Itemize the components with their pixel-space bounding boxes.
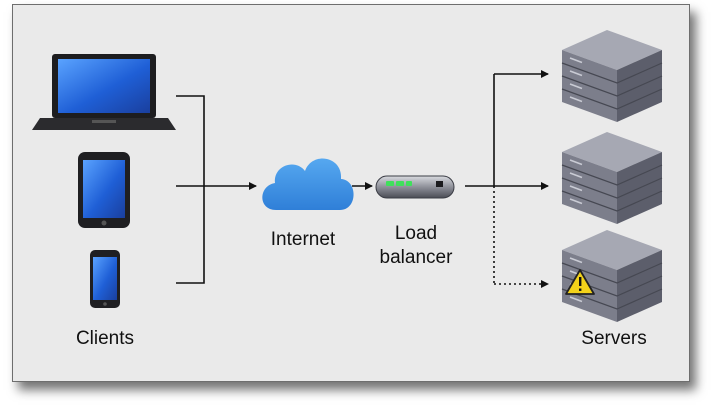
load-balancer-label-line2: balancer — [379, 247, 453, 268]
server-connector — [465, 70, 549, 288]
server-icon — [561, 29, 663, 123]
server-icon — [561, 131, 663, 225]
laptop-icon — [32, 54, 176, 130]
clients-label: Clients — [75, 328, 135, 349]
load-balancer-label-line1: Load — [394, 223, 438, 244]
client-connector — [176, 95, 257, 284]
internet-label: Internet — [270, 229, 336, 250]
warning-icon — [565, 269, 595, 295]
load-balancer-icon — [375, 175, 455, 199]
servers-label: Servers — [581, 328, 647, 349]
phone-icon — [90, 250, 120, 308]
cloud-icon — [262, 158, 354, 210]
tablet-icon — [78, 152, 130, 228]
